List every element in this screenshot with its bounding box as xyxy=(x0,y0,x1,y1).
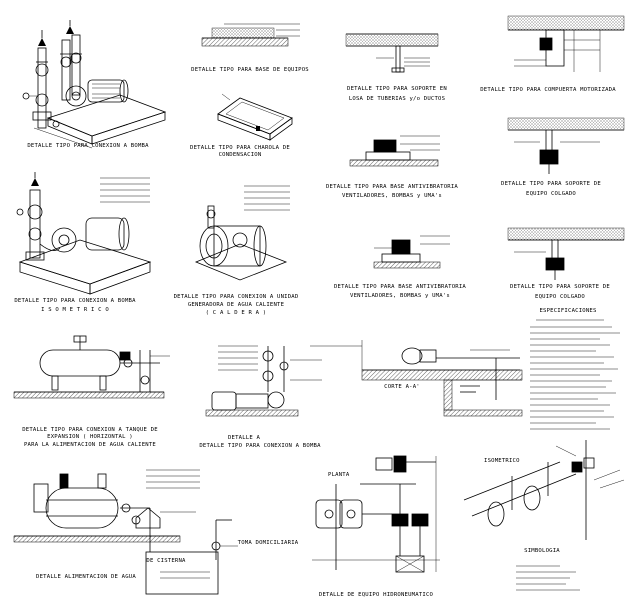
detail-a-pump xyxy=(205,345,322,417)
caption-soporte-colgado-2a: DETALLE TIPO PARA SOPORTE DE xyxy=(510,284,610,290)
detail-slab-support xyxy=(345,33,439,73)
detail-equipment-base xyxy=(201,23,300,47)
caption-tanque-3: PARA LA ALIMENTACION DE AGUA CALIENTE xyxy=(24,442,156,448)
caption-soporte-colgado-1b: EQUIPO COLGADO xyxy=(526,191,576,197)
detail-antivibration-base-2 xyxy=(373,235,450,269)
detail-motorized-damper xyxy=(507,15,625,72)
caption-hidroneumatico: DETALLE DE EQUIPO HIDRONEUMATICO xyxy=(319,592,434,598)
caption-soporte-colgado-2b: EQUIPO COLGADO xyxy=(535,294,585,300)
caption-antivibratoria-2a: DETALLE TIPO PARA BASE ANTIVIBRATORIA xyxy=(334,284,466,290)
caption-unidad-3: ( C A L D E R A ) xyxy=(206,310,267,316)
caption-detalle-a-2: DETALLE TIPO PARA CONEXION A BOMBA xyxy=(199,443,321,449)
caption-charola-2: CONDENSACION xyxy=(219,152,262,158)
caption-tanque-2: EXPANSION ( HORIZONTAL ) xyxy=(47,434,133,440)
caption-tanque-1: DETALLE TIPO PARA CONEXION A TANQUE DE xyxy=(22,427,158,433)
caption-corte: CORTE A-A' xyxy=(384,384,420,390)
caption-detalle-a-1: DETALLE A xyxy=(228,435,261,441)
caption-bomba-iso-2: I S O M E T R I C O xyxy=(41,307,109,313)
detail-hydropneumatic: PLANTA xyxy=(312,455,440,573)
detail-section-aa xyxy=(310,340,523,417)
detail-hot-water-unit xyxy=(194,185,290,281)
detail-expansion-tank xyxy=(13,335,170,399)
caption-de-cisterna: DE CISTERNA xyxy=(146,558,186,564)
caption-isometrico: ISOMETRICO xyxy=(484,458,520,464)
caption-bomba: DETALLE TIPO PARA CONEXION A BOMBA xyxy=(27,143,149,149)
detail-pump-isometric xyxy=(16,172,152,295)
symbology-legend-lines xyxy=(516,565,580,591)
caption-soporte-losa-2: LOSA DE TUBERIAS y/o DUCTOS xyxy=(349,96,445,102)
caption-planta: PLANTA xyxy=(328,472,350,478)
caption-soporte-losa-1: DETALLE TIPO PARA SOPORTE EN xyxy=(347,86,447,92)
caption-simbologia: SIMBOLOGIA xyxy=(524,548,560,554)
detail-condensate-tray xyxy=(217,93,293,141)
caption-unidad-2: GENERADORA DE AGUA CALIENTE xyxy=(188,302,285,308)
specs-heading: ESPECIFICACIONES xyxy=(539,308,596,314)
caption-unidad-1: DETALLE TIPO PARA CONEXION A UNIDAD xyxy=(174,294,299,300)
detail-pump-connection xyxy=(22,20,167,149)
detail-antivibration-base-1 xyxy=(349,135,440,167)
detail-hanging-support-1 xyxy=(507,117,625,174)
caption-toma-domiciliaria: TOMA DOMICILIARIA xyxy=(238,540,299,546)
caption-soporte-colgado-1a: DETALLE TIPO PARA SOPORTE DE xyxy=(501,181,601,187)
detail-hanging-support-2 xyxy=(507,227,625,280)
caption-base-equipos: DETALLE TIPO PARA BASE DE EQUIPOS xyxy=(191,67,309,73)
caption-bomba-iso-1: DETALLE TIPO PARA CONEXION A BOMBA xyxy=(14,298,136,304)
detail-symbology-isometric xyxy=(463,440,625,540)
detail-service-connection xyxy=(211,519,238,560)
caption-alimentacion: DETALLE ALIMENTACION DE AGUA xyxy=(36,574,136,580)
caption-antivibratoria-1a: DETALLE TIPO PARA BASE ANTIVIBRATORIA xyxy=(326,184,458,190)
caption-compuerta: DETALLE TIPO PARA COMPUERTA MOTORIZADA xyxy=(480,87,616,93)
caption-antivibratoria-2b: VENTILADORES, BOMBAS y UMA's xyxy=(350,293,450,299)
caption-charola-1: DETALLE TIPO PARA CHAROLA DE xyxy=(190,145,290,151)
caption-antivibratoria-1b: VENTILADORES, BOMBAS y UMA's xyxy=(342,193,442,199)
detail-water-supply xyxy=(13,469,219,595)
specs-text-lines xyxy=(530,319,620,430)
